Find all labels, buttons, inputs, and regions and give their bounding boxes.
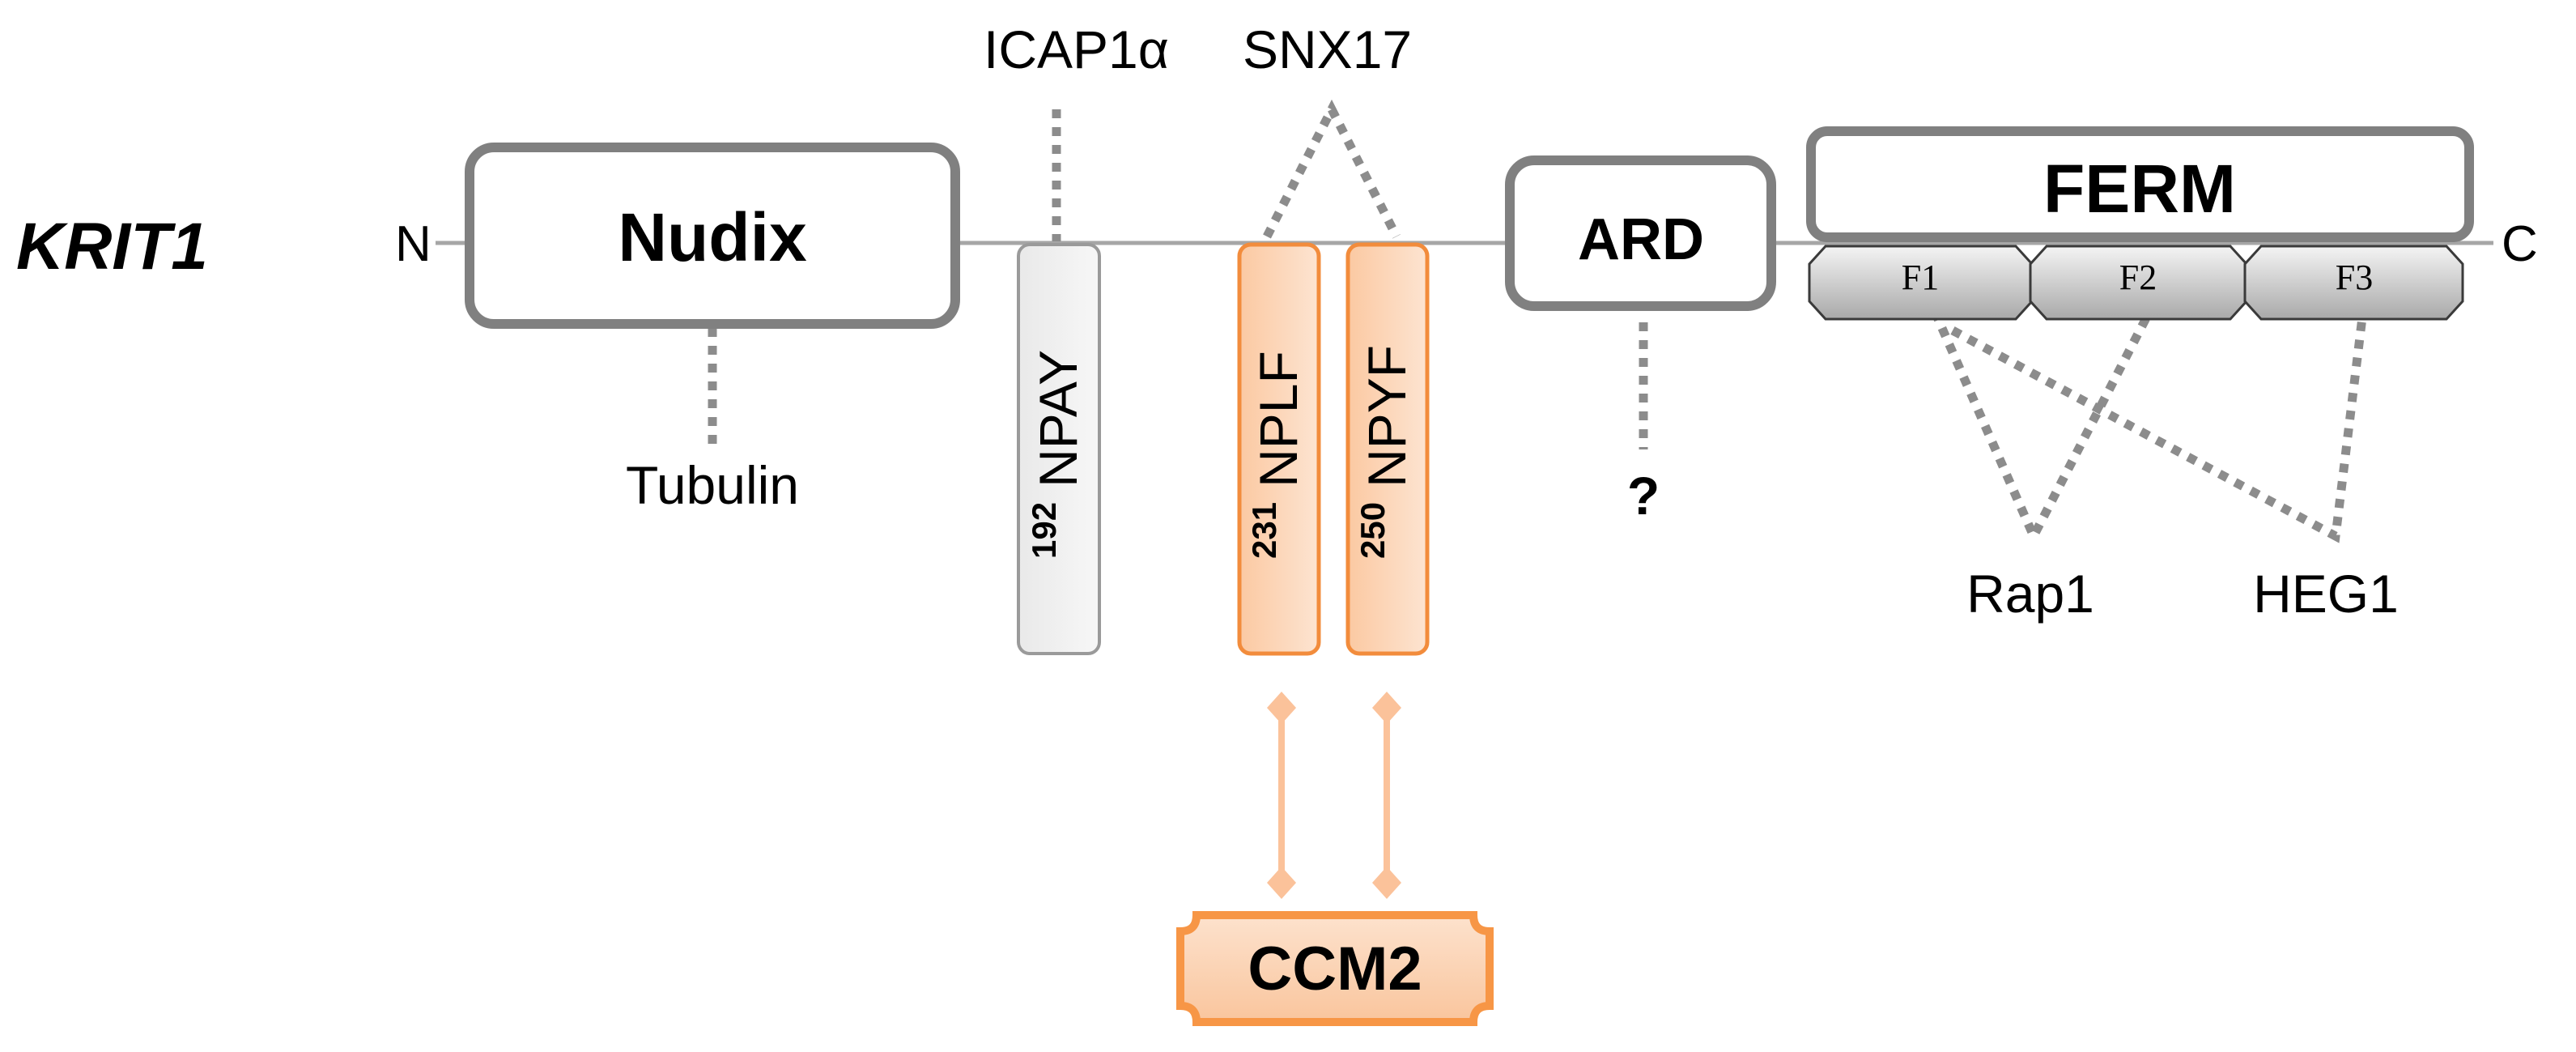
ccm2-label: CCM2 (1248, 935, 1422, 1003)
ard-domain-label: ARD (1578, 207, 1704, 272)
ferm-f2-label: F2 (2119, 258, 2157, 297)
svg-text:250NPYF: 250 NPYF (1354, 345, 1417, 559)
ferm-f1-lobe: F1 (1808, 245, 2034, 321)
motif-npyf: 250 NPYF (1345, 242, 1430, 656)
ferm-f1-label: F1 (1902, 258, 1939, 297)
n-terminus-label: N (395, 216, 431, 272)
protein-name: KRIT1 (16, 210, 208, 283)
npyf-ccm2-arrow (1372, 692, 1401, 899)
motif-npay-position: 192 (1025, 502, 1063, 559)
svg-text:231NPLF: 231 NPLF (1245, 351, 1308, 559)
motif-nplf: 231 NPLF (1237, 242, 1321, 656)
snx17-interaction-line (1263, 99, 1401, 239)
snx17-label: SNX17 (1243, 19, 1412, 79)
ferm-f3-lobe: F3 (2243, 245, 2464, 321)
nudix-domain: Nudix (465, 143, 960, 329)
unknown-partner-label: ? (1627, 466, 1660, 526)
motif-npay-sequence: NPAY (1028, 350, 1088, 488)
motif-npyf-position: 250 (1354, 502, 1392, 559)
heg1-interaction-line (1950, 317, 2367, 543)
ferm-f3-label: F3 (2336, 258, 2373, 297)
ard-domain: ARD (1505, 155, 1776, 311)
tubulin-label: Tubulin (626, 455, 799, 515)
rap1-label: Rap1 (1966, 564, 2094, 624)
c-terminus-label: C (2502, 216, 2538, 272)
ferm-f2-lobe: F2 (2029, 245, 2248, 321)
svg-text:192NPAY: 192 NPAY (1025, 350, 1088, 559)
ferm-domain-label: FERM (2043, 151, 2236, 227)
heg1-label: HEG1 (2253, 564, 2399, 624)
motif-npay: 192 NPAY (1017, 243, 1101, 655)
motif-npyf-sequence: NPYF (1357, 345, 1417, 488)
ccm2-partner: CCM2 (1176, 911, 1494, 1026)
motif-nplf-sequence: NPLF (1248, 351, 1308, 488)
nudix-domain-label: Nudix (618, 199, 807, 275)
motif-nplf-position: 231 (1245, 502, 1283, 559)
ferm-domain: FERM F1 F2 F3 (1806, 126, 2474, 321)
icap1a-label: ICAP1α (984, 19, 1169, 79)
rap1-interaction-line (1930, 309, 2153, 547)
nplf-ccm2-arrow (1267, 692, 1296, 899)
